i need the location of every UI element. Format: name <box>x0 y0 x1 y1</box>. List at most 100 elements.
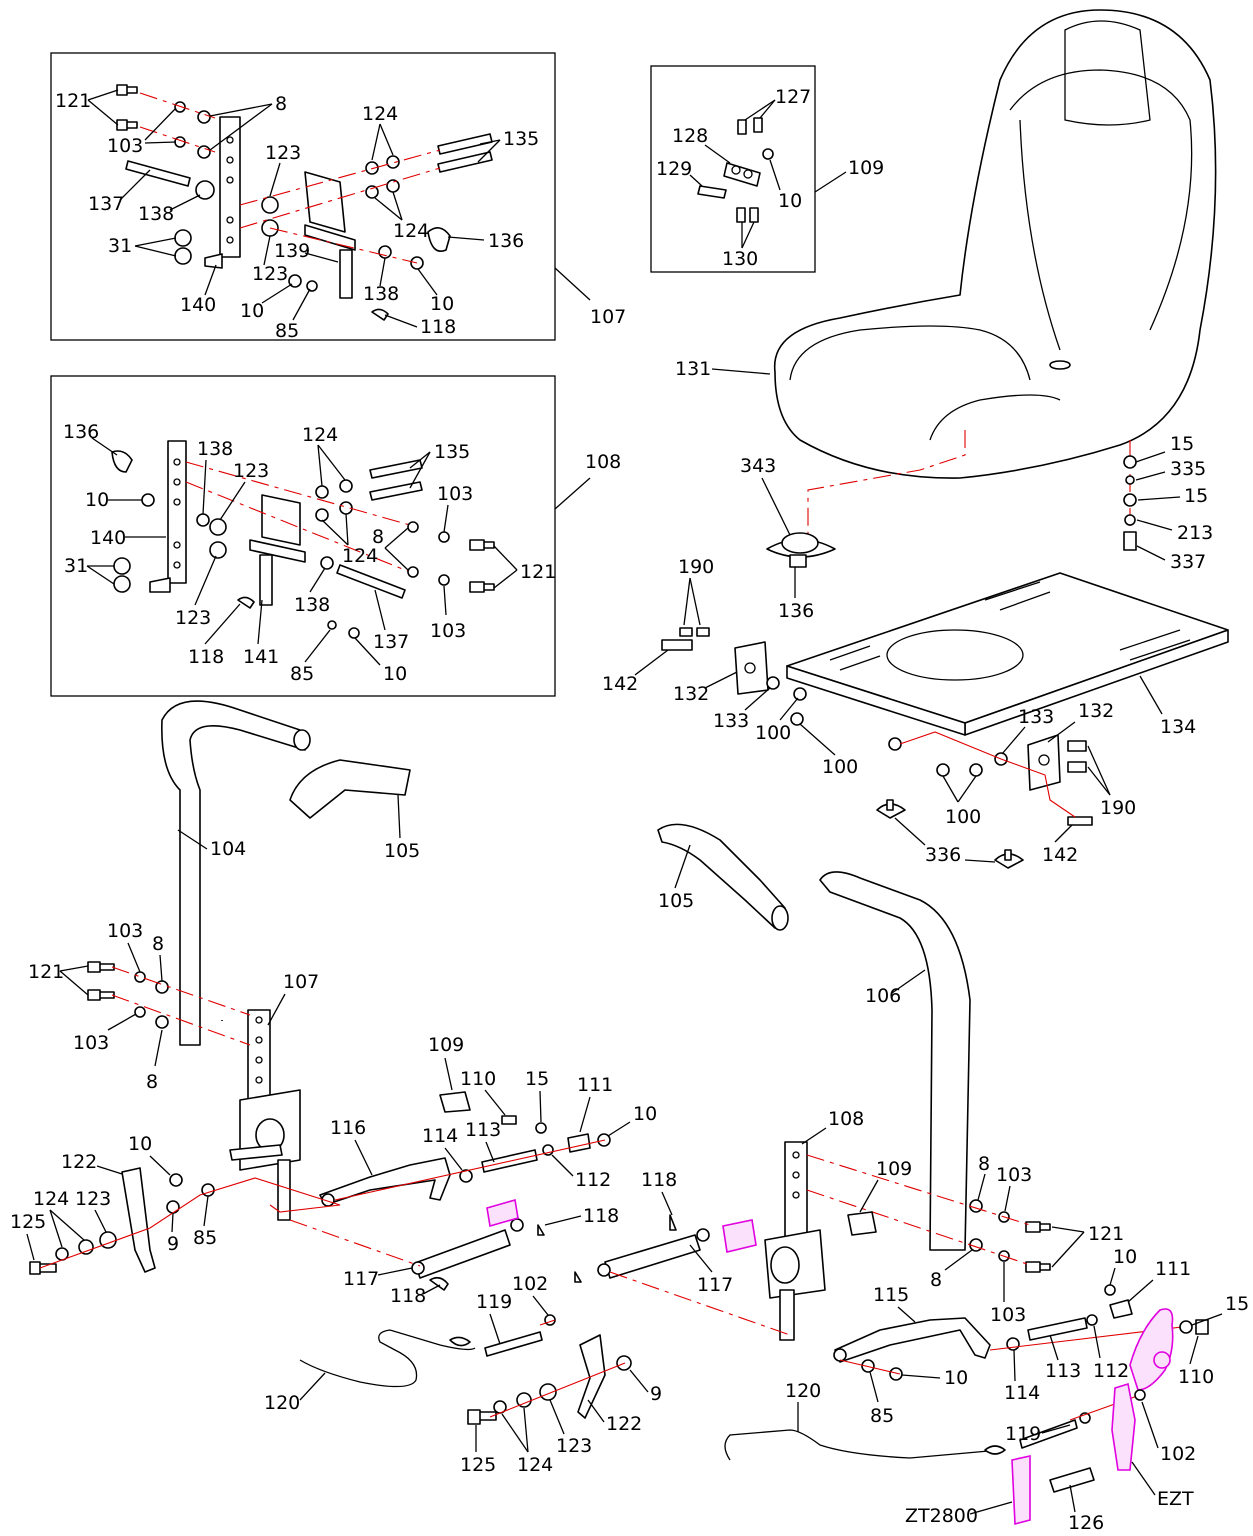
callout-118-b: 118 <box>583 1205 619 1227</box>
callout-123-b: 123 <box>252 263 288 285</box>
callout-111: 111 <box>577 1074 613 1096</box>
callout-190-b: 190 <box>1100 797 1136 819</box>
callout-8: 8 <box>152 933 164 955</box>
callout-133-b: 133 <box>1018 706 1054 728</box>
callout-15: 15 <box>525 1068 549 1090</box>
callout-103-c: 103 <box>996 1164 1032 1186</box>
callout-138-b: 138 <box>294 594 330 616</box>
callout-110: 110 <box>460 1068 496 1090</box>
callout-116: 116 <box>330 1117 366 1139</box>
callout-103-d: 103 <box>990 1304 1026 1326</box>
callout-114-b: 114 <box>1004 1382 1040 1404</box>
callout-131: 131 <box>675 358 711 380</box>
callout-129: 129 <box>656 158 692 180</box>
callout-123: 123 <box>233 460 269 482</box>
callout-118: 118 <box>420 316 456 338</box>
callout-136: 136 <box>778 600 814 622</box>
callout-8: 8 <box>372 526 384 548</box>
callout-123-b: 123 <box>175 607 211 629</box>
callout-zt2800: ZT2800 <box>905 1505 978 1527</box>
callout-337: 337 <box>1170 551 1206 573</box>
callout-102: 102 <box>512 1273 548 1295</box>
callout-8-c: 8 <box>978 1153 990 1175</box>
callout-135: 135 <box>503 128 539 150</box>
callout-335: 335 <box>1170 458 1206 480</box>
callout-133: 133 <box>713 710 749 732</box>
left-control-assembly <box>29 700 632 1425</box>
callout-113-b: 113 <box>1045 1360 1081 1382</box>
callout-117-b: 117 <box>697 1274 733 1296</box>
callout-123: 123 <box>265 142 301 164</box>
callout-10-c: 10 <box>1113 1246 1137 1268</box>
callout-122: 122 <box>61 1151 97 1173</box>
callout-10-d: 10 <box>944 1367 968 1389</box>
callout-108: 108 <box>828 1108 864 1130</box>
callout-141: 141 <box>243 646 279 668</box>
callout-100: 100 <box>755 722 791 744</box>
callout-labels: 121 103 8 123 124 135 137 138 31 140 139… <box>10 86 1249 1534</box>
callout-114: 114 <box>422 1125 458 1147</box>
callout-112: 112 <box>575 1169 611 1191</box>
callout-119: 119 <box>476 1291 512 1313</box>
callout-123-b: 123 <box>556 1435 592 1457</box>
callout-190: 190 <box>678 556 714 578</box>
callout-105: 105 <box>658 890 694 912</box>
callout-10-b: 10 <box>430 293 454 315</box>
inset-box-107 <box>50 52 591 341</box>
callout-10-b: 10 <box>128 1133 152 1155</box>
callout-119-b: 119 <box>1005 1423 1041 1445</box>
callout-138: 138 <box>197 438 233 460</box>
callout-124-b: 124 <box>517 1454 553 1476</box>
callout-9: 9 <box>167 1233 179 1255</box>
callout-136: 136 <box>488 230 524 252</box>
callout-142-b: 142 <box>1042 844 1078 866</box>
callout-109: 109 <box>428 1034 464 1056</box>
callout-130: 130 <box>722 248 758 270</box>
callout-109: 109 <box>848 157 884 179</box>
inset-box-109 <box>650 65 847 273</box>
callout-8: 8 <box>275 93 287 115</box>
callout-109: 109 <box>876 1158 912 1180</box>
callout-9-b: 9 <box>650 1383 662 1405</box>
callout-120: 120 <box>264 1392 300 1414</box>
callout-118: 118 <box>188 646 224 668</box>
callout-128: 128 <box>672 125 708 147</box>
callout-31: 31 <box>108 235 132 257</box>
callout-100-b: 100 <box>822 756 858 778</box>
callout-137: 137 <box>373 631 409 653</box>
callout-8-d: 8 <box>930 1269 942 1291</box>
callout-132-b: 132 <box>1078 700 1114 722</box>
callout-100-c: 100 <box>945 806 981 828</box>
callout-124: 124 <box>362 103 398 125</box>
callout-121: 121 <box>520 561 556 583</box>
callout-140: 140 <box>90 527 126 549</box>
callout-110-b: 110 <box>1178 1366 1214 1388</box>
callout-107: 107 <box>590 306 626 328</box>
callout-15-c: 15 <box>1225 1293 1249 1315</box>
callout-121-b: 121 <box>1088 1223 1124 1245</box>
callout-124: 124 <box>302 424 338 446</box>
callout-103: 103 <box>107 135 143 157</box>
callout-136: 136 <box>63 421 99 443</box>
callout-103: 103 <box>107 920 143 942</box>
callout-85: 85 <box>275 320 299 342</box>
callout-124-b: 124 <box>393 220 429 242</box>
callout-336: 336 <box>925 844 961 866</box>
callout-8-b: 8 <box>146 1071 158 1093</box>
callout-127: 127 <box>775 86 811 108</box>
callout-10: 10 <box>778 190 802 212</box>
callout-10-b: 10 <box>383 663 407 685</box>
seat-plate <box>661 572 1229 869</box>
callout-85: 85 <box>290 663 314 685</box>
callout-103-b: 103 <box>430 620 466 642</box>
callout-10: 10 <box>633 1103 657 1125</box>
seat-assembly <box>766 9 1217 568</box>
callout-343: 343 <box>740 455 776 477</box>
right-control-assembly <box>574 823 1209 1526</box>
callout-126: 126 <box>1068 1512 1104 1534</box>
callout-137: 137 <box>88 193 124 215</box>
callout-125: 125 <box>10 1211 46 1233</box>
callout-85-b: 85 <box>870 1405 894 1427</box>
callout-139: 139 <box>274 240 310 262</box>
callout-115: 115 <box>873 1284 909 1306</box>
